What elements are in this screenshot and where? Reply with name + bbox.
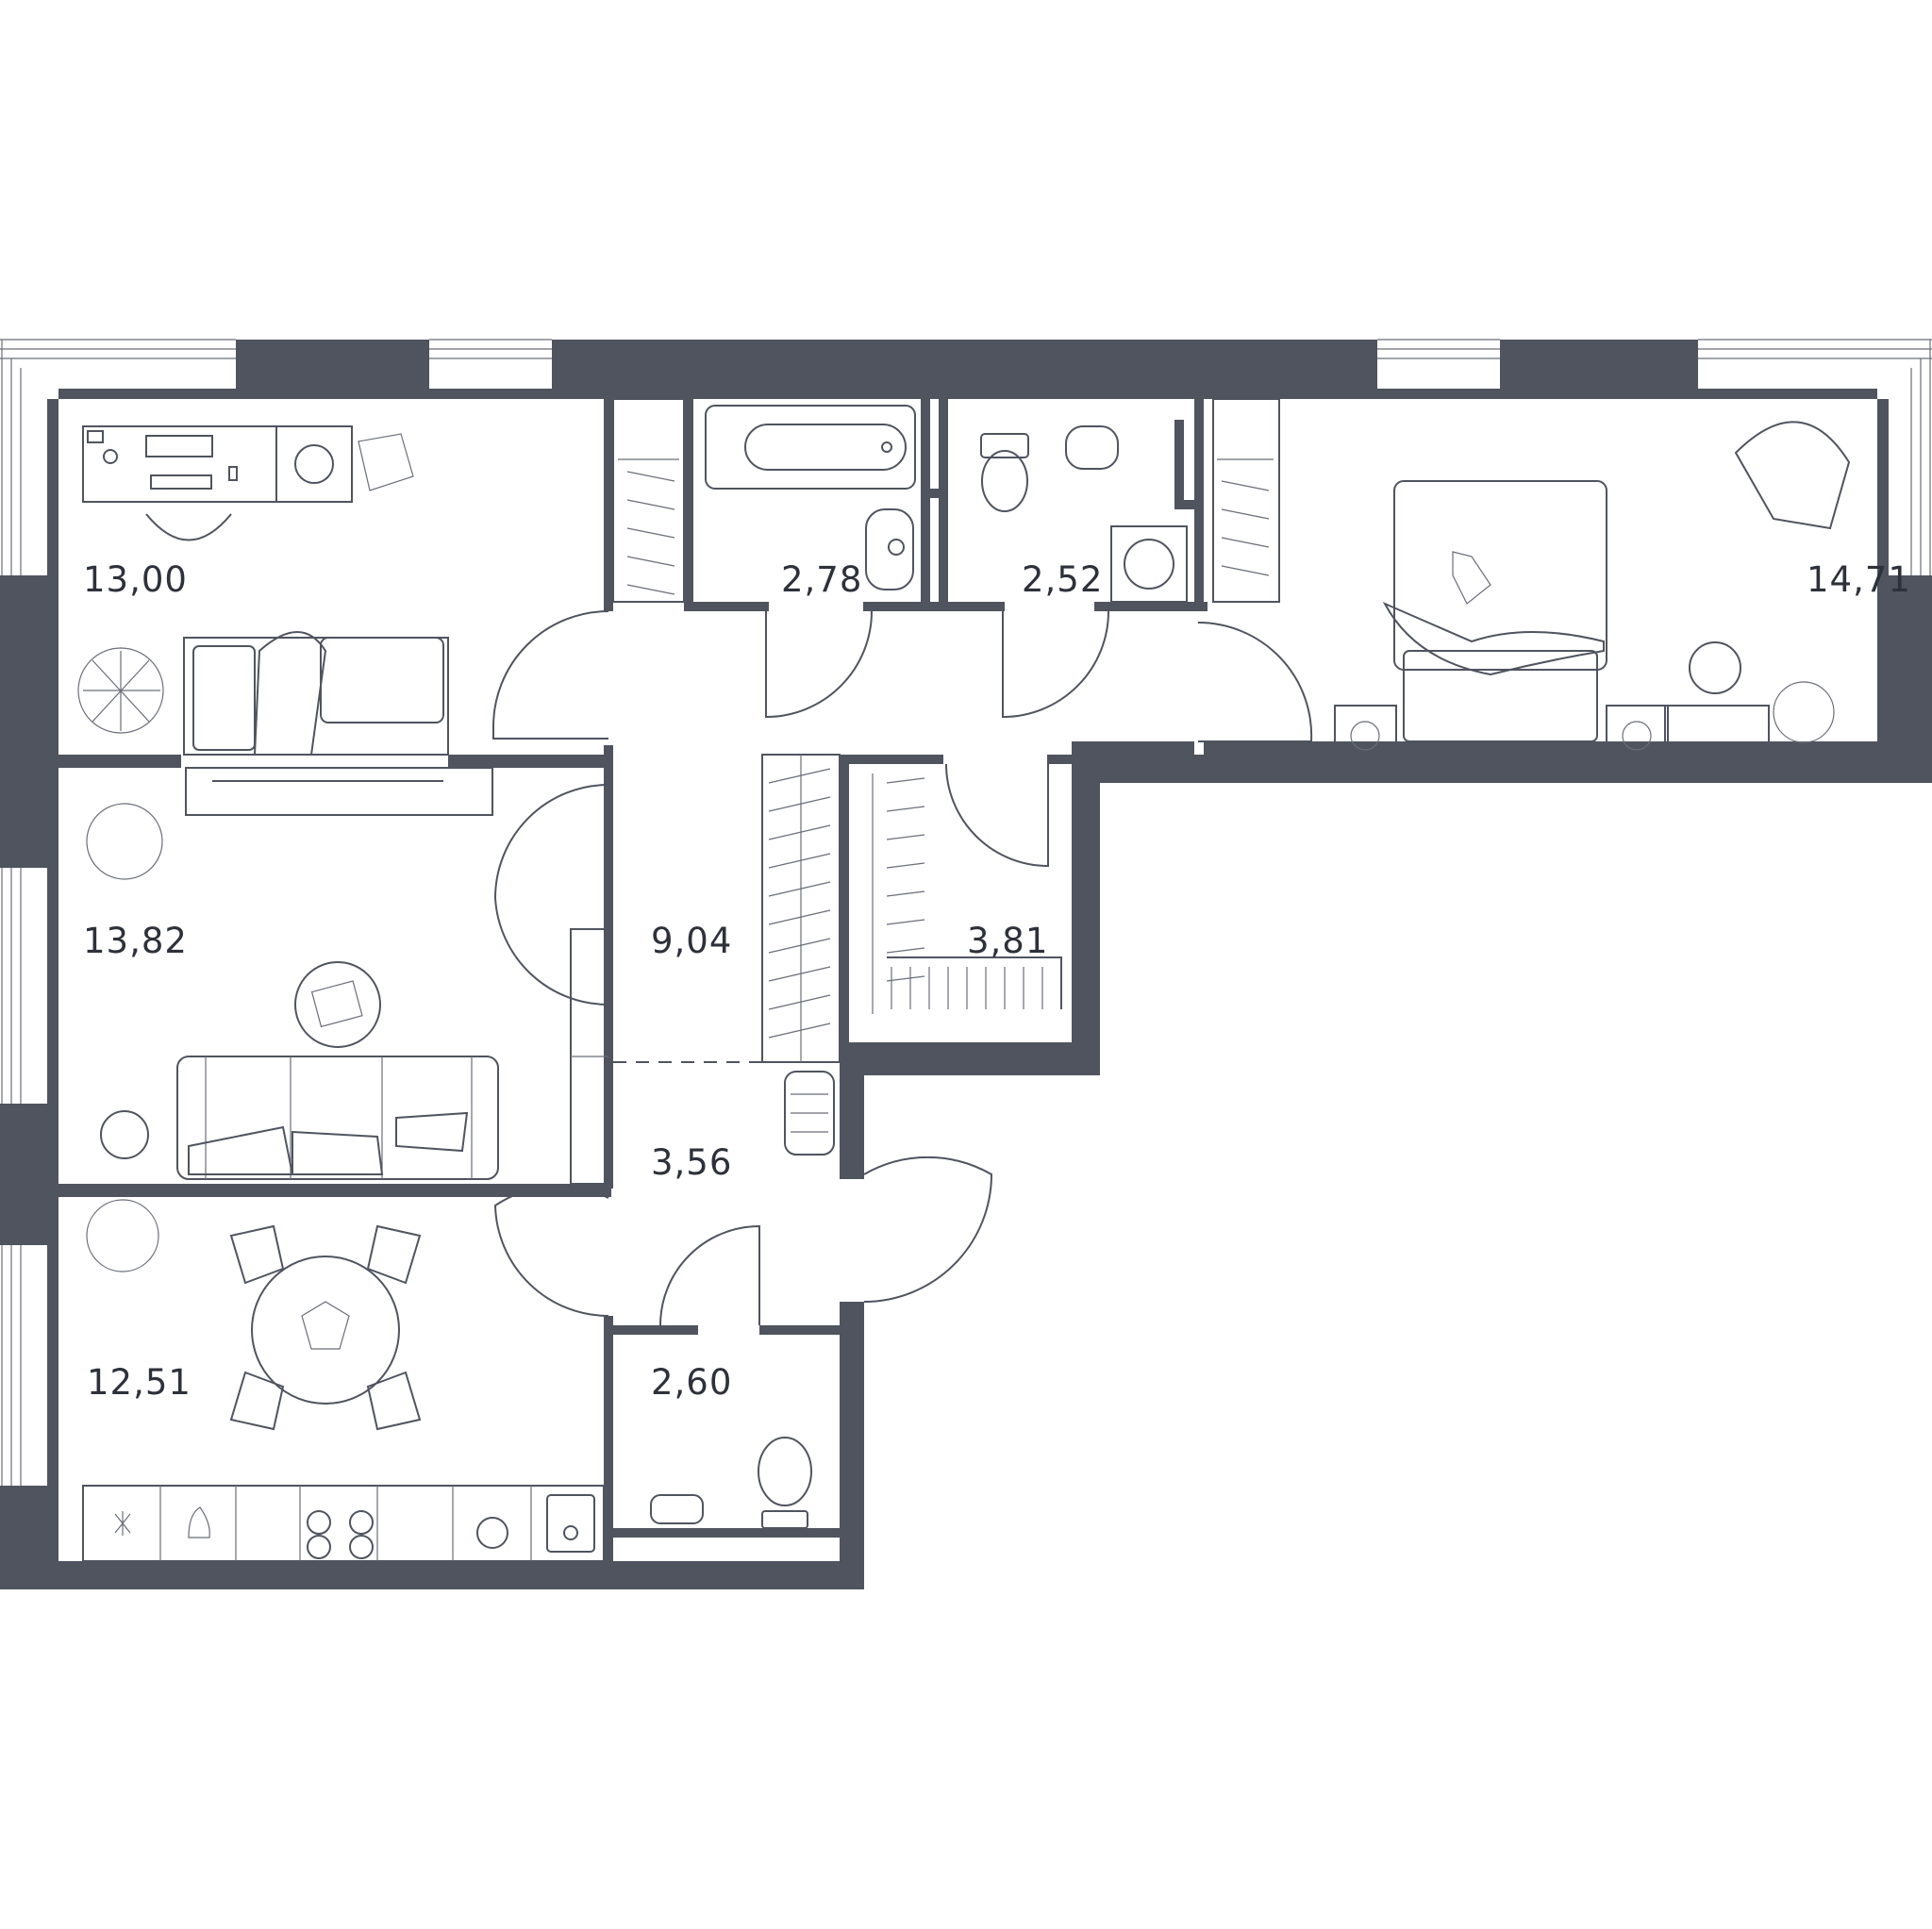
teddy-icon [1452,551,1491,605]
bed-right [1393,480,1607,671]
tv-stand [185,767,493,816]
plant-icon [77,647,164,734]
blanket-right-icon [1382,601,1605,676]
skates-icon [358,433,414,491]
flame-icon [188,1506,210,1538]
area-hallway: 9,04 [651,921,732,961]
monitor-icon [145,435,213,457]
sink-icon [1065,425,1119,470]
keyboard-icon [150,474,212,490]
kitchen-counter [82,1485,605,1562]
area-toilet-top: 2,52 [1022,559,1103,600]
area-bedroom-right: 14,71 [1807,559,1911,600]
wardrobe-room-fixtures [872,773,1062,1014]
mouse-icon [228,466,238,481]
blanket-icon [253,631,327,756]
bath-fixtures [705,405,939,590]
chair-2 [366,1224,422,1285]
toilet-icon [981,450,1028,512]
right-bedroom-furniture [1212,398,1851,754]
sofa [176,1056,499,1180]
bedroom-closet [612,398,685,603]
chair-icon [145,513,232,541]
room-labels: 13,00 2,78 2,52 14,71 13,82 9,04 3,81 3,… [83,559,1911,1403]
nightstand-right [1606,705,1669,754]
area-living-room: 13,82 [83,921,188,961]
area-toilet-bottom: 2,60 [651,1362,732,1403]
faucet-icon [476,1517,508,1549]
living-furniture [86,767,609,1185]
toilet-bottom-fixtures [650,1437,812,1529]
window-frames [0,339,1932,1486]
area-bathroom: 2,78 [781,559,862,600]
hob-burner [307,1510,331,1535]
chair-1 [229,1224,285,1285]
toilet-top-fixtures [980,425,1188,603]
ball-icon [294,444,334,484]
bathtub [705,405,916,490]
chair-3 [229,1371,285,1431]
lamp-icon [87,430,104,443]
desk [82,425,353,503]
plant-right-icon [1773,681,1835,743]
sink-bottom-icon [650,1494,704,1524]
plant-kitchen-icon [86,1199,159,1272]
area-entrance: 3,56 [651,1142,732,1183]
doors [492,610,1313,1326]
plant-living-icon [86,803,163,880]
bedroom-furniture [77,425,449,756]
area-bedroom-top-left: 13,00 [83,559,188,600]
walls [0,340,1932,1589]
toilet-bottom-icon [758,1437,812,1506]
armchair-icon [1734,421,1851,530]
chair-4 [366,1371,422,1431]
dining-table [251,1256,400,1405]
pouf [784,1071,835,1156]
coffee-table [294,961,381,1048]
washbasin [865,508,914,590]
dresser [1664,705,1770,754]
mirror-icon [1689,641,1741,694]
area-wardrobe: 3,81 [967,921,1048,961]
kitchen-sink [546,1494,595,1553]
area-kitchen: 12,51 [87,1362,192,1403]
shelf [275,425,353,503]
nightstand-left [1334,705,1397,754]
freezer-icon [114,1511,131,1536]
speaker-icon [100,1110,149,1159]
washing-machine [1110,525,1188,603]
bed [183,637,449,756]
kitchen-furniture [82,1199,605,1562]
hallway-closet [761,754,841,1063]
